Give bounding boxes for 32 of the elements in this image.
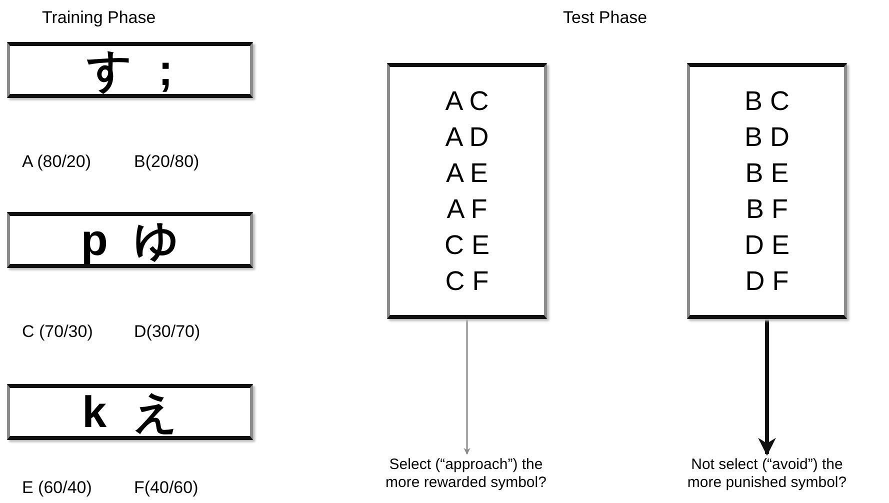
question-text: Select (“approach”) the more rewarded symbol? <box>356 456 576 494</box>
symbol-pair: A E <box>446 157 488 190</box>
symbol-pair: B E <box>745 157 789 190</box>
symbol-pair: す ; <box>87 44 173 96</box>
symbol-pair: p ゆ <box>80 214 180 266</box>
probability-caption: A (80/20) <box>22 152 91 172</box>
symbol-pair: A C <box>445 85 489 118</box>
symbol-pair: B C <box>744 85 790 118</box>
probability-caption: D(30/70) <box>134 322 200 342</box>
probability-caption: B(20/80) <box>134 152 200 172</box>
symbol-box <box>7 384 253 440</box>
symbol-pair: A D <box>445 121 489 154</box>
probability-caption: C (70/30) <box>22 322 93 342</box>
symbol-box <box>7 42 253 98</box>
phase-heading: Training Phase <box>42 8 156 28</box>
symbol-pair: C F <box>445 265 489 298</box>
probability-caption: F(40/60) <box>134 478 198 498</box>
arrow <box>758 319 776 456</box>
symbol-pair: D F <box>745 265 789 298</box>
question-text: Not select (“avoid”) the more punished symbol? <box>657 456 877 494</box>
pair-list-box <box>387 63 547 319</box>
symbol-pair: C E <box>444 229 490 262</box>
probability-caption: E (60/40) <box>22 478 92 498</box>
arrow <box>464 319 470 455</box>
symbol-box <box>7 212 253 268</box>
symbol-pair: D E <box>744 229 790 262</box>
symbol-pair: B D <box>744 121 790 154</box>
pair-list-box <box>687 63 847 319</box>
symbol-pair: A F <box>446 193 488 226</box>
symbol-pair: k え <box>82 386 178 438</box>
symbol-pair: B F <box>746 193 788 226</box>
phase-heading: Test Phase <box>563 8 648 28</box>
